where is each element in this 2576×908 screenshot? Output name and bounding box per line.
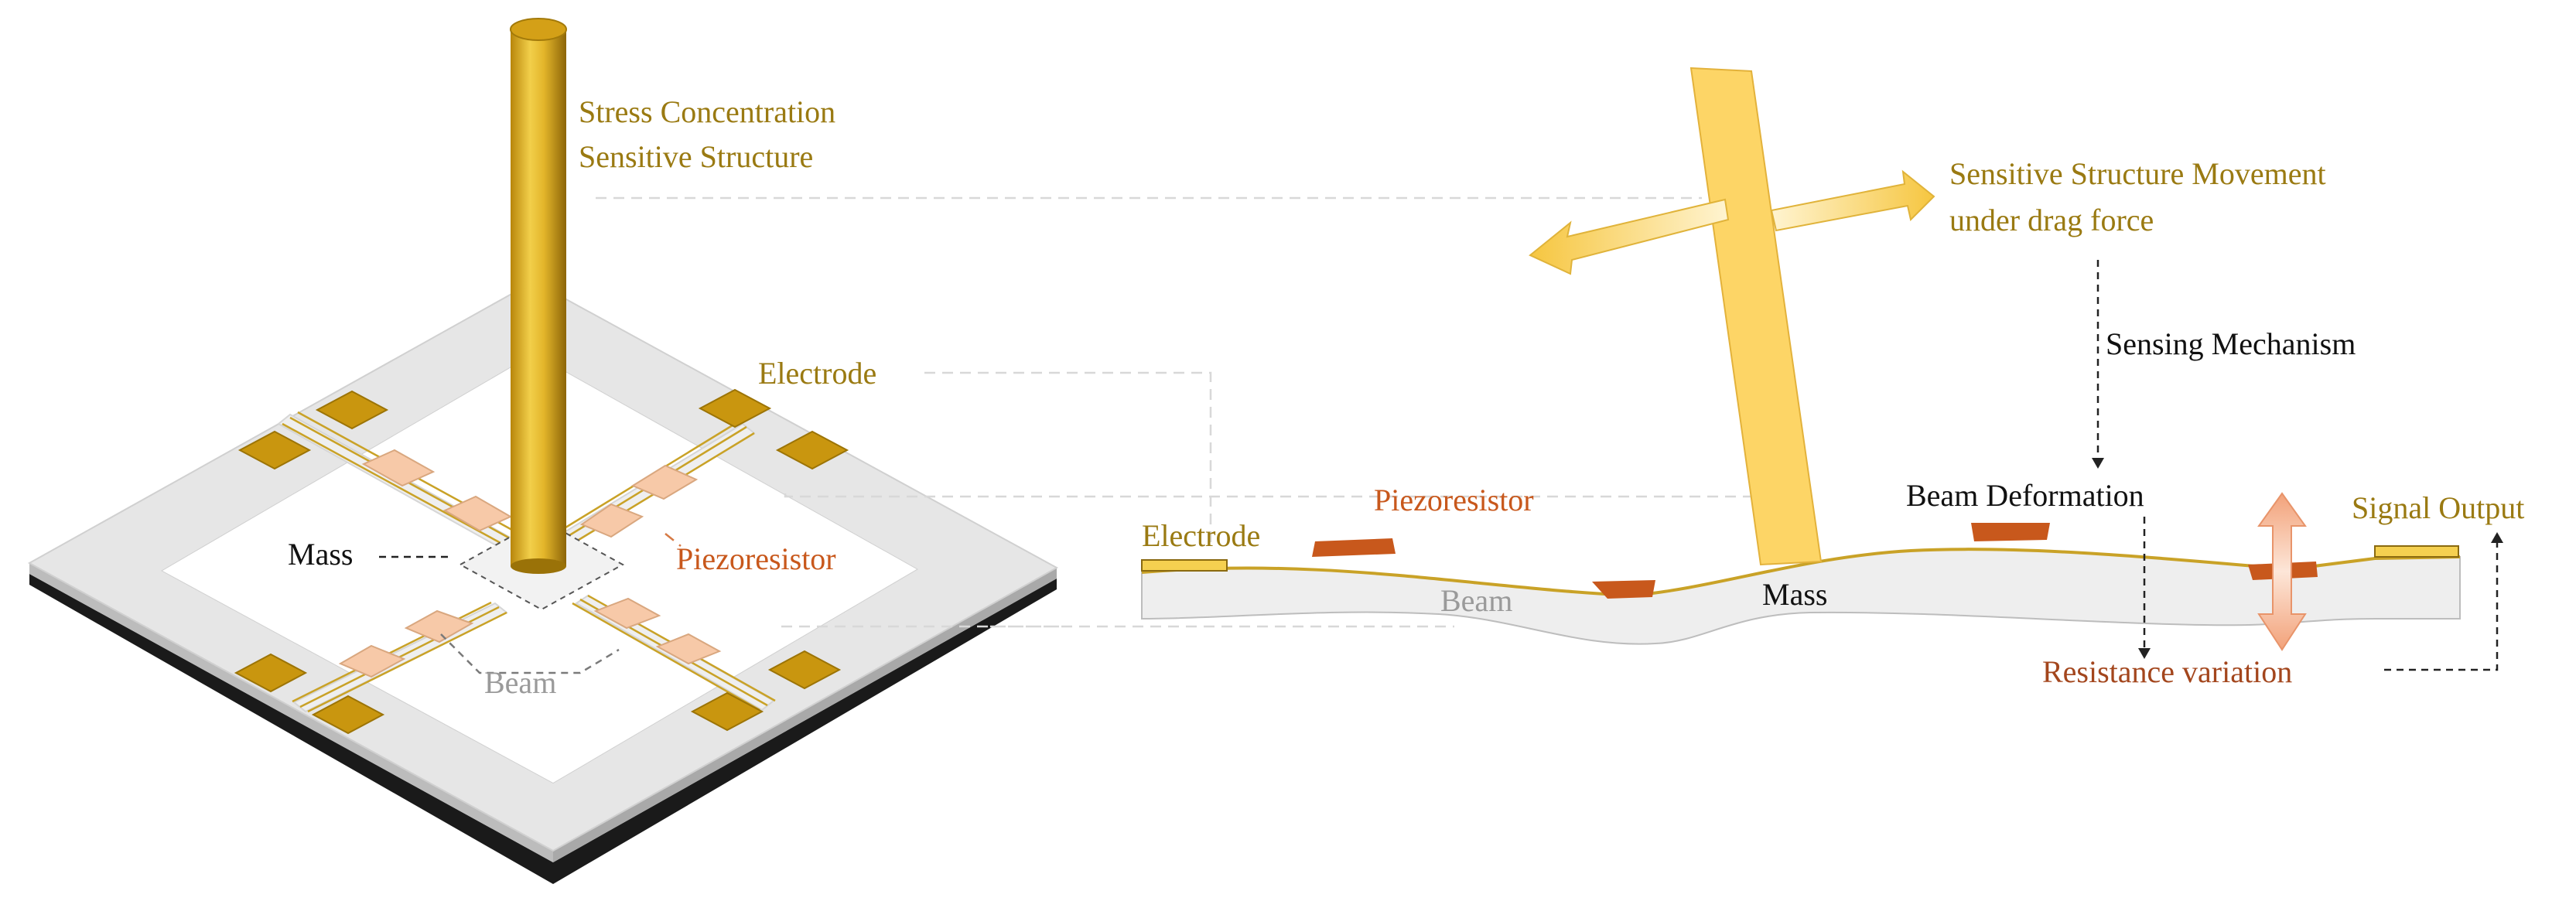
pad-7 <box>767 650 842 690</box>
resistance-arrow <box>2257 492 2307 651</box>
sensing-arrowhead <box>2092 458 2104 469</box>
label-beam-deformation: Beam Deformation <box>1906 478 2144 513</box>
pillar-bottom <box>511 558 566 574</box>
piezo-2 <box>1592 580 1655 599</box>
pad-6 <box>311 695 385 735</box>
piezo-ne-1 <box>630 464 699 500</box>
label-piezoresistor-left: Piezoresistor <box>676 541 836 576</box>
piezo-se-2 <box>655 633 722 665</box>
leader-piezo <box>664 533 682 547</box>
pillar-top <box>510 18 567 41</box>
pillar-body <box>511 29 566 566</box>
pillar-vertical <box>510 18 567 574</box>
label-beam-right: Beam <box>1440 583 1512 618</box>
piezo-3 <box>1971 523 2050 541</box>
leader-electrode <box>924 371 1212 543</box>
pad-4 <box>775 430 849 470</box>
output-arrowhead <box>2491 532 2503 543</box>
piezo-sw-1 <box>404 609 474 643</box>
label-movement-line2: under drag force <box>1949 203 2154 237</box>
pad-3 <box>698 388 772 428</box>
chip-side-left <box>29 563 553 862</box>
piezo-se-1 <box>593 597 661 630</box>
deformation-arrowhead <box>2138 648 2151 659</box>
label-stress-line2: Sensitive Structure <box>579 139 813 174</box>
label-movement-line1: Sensitive Structure Movement <box>1949 156 2326 191</box>
chip-side-right <box>553 568 1057 862</box>
leader-beam <box>440 633 620 674</box>
cross-section <box>1141 523 2461 645</box>
pad-1 <box>315 390 389 430</box>
piezo-1 <box>1312 538 1396 557</box>
chip-piezoresistors <box>338 449 722 678</box>
label-piezoresistor-right: Piezoresistor <box>1374 483 1534 517</box>
label-signal-output: Signal Output <box>2352 490 2524 525</box>
gold-layer <box>1141 548 2461 598</box>
piezo-nw-1 <box>361 449 436 487</box>
label-electrode-left: Electrode <box>758 356 876 391</box>
pad-8 <box>690 691 764 732</box>
chip-3d <box>27 18 1059 884</box>
label-electrode-right: Electrode <box>1142 518 1260 553</box>
movement-arrow-left <box>1529 198 1730 275</box>
trace-nw <box>282 411 542 558</box>
output-arrow <box>2384 541 2499 671</box>
leader-piezo-right <box>784 493 1771 498</box>
pillar-tilted <box>1689 67 1823 566</box>
electrode-pad-left <box>1141 559 1228 572</box>
label-stress-line1: Stress Concentration <box>579 94 835 129</box>
label-mass-right: Mass <box>1762 577 1827 612</box>
pad-2 <box>237 430 312 470</box>
piezo-ne-2 <box>579 503 644 538</box>
piezo-sw-2 <box>338 644 406 678</box>
label-sensing-mechanism: Sensing Mechanism <box>2106 326 2356 361</box>
label-beam-left: Beam <box>484 665 556 700</box>
movement-arrow-right <box>1770 169 1935 232</box>
resistance-arrow-shape <box>2257 492 2307 651</box>
label-resistance-variation: Resistance variation <box>2042 654 2292 689</box>
chip-electrodes <box>234 388 849 735</box>
label-mass-left: Mass <box>288 537 353 572</box>
movement-arrow <box>1529 169 1935 275</box>
electrode-pad-right <box>2374 545 2459 558</box>
pad-5 <box>234 653 308 693</box>
